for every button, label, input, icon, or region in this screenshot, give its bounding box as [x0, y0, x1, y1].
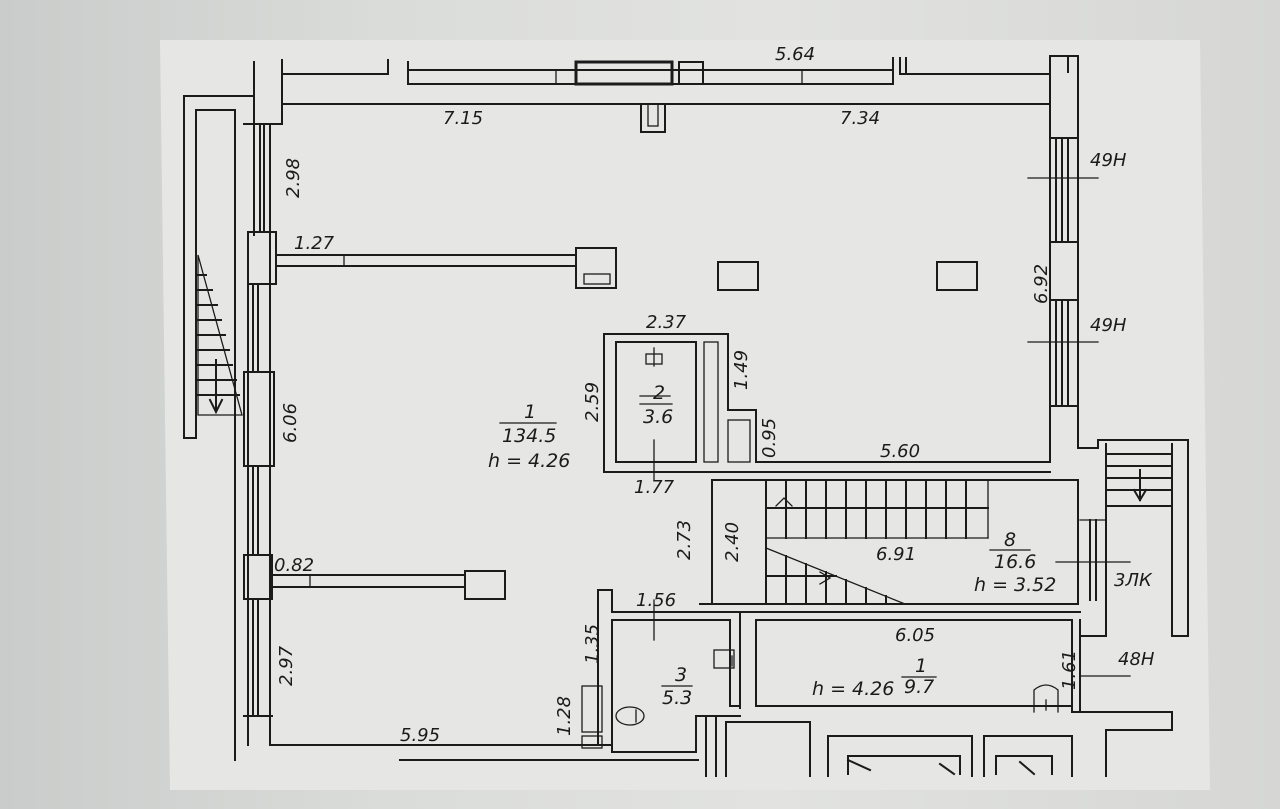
room-1b-area: 9.7	[904, 676, 934, 698]
dim-left-lower: 2.97	[276, 645, 297, 686]
dim-bottom-wall: 5.95	[400, 725, 440, 746]
dim-passage: 2.73	[674, 520, 695, 560]
room-1b	[739, 603, 1173, 777]
room-labels: 1 134.5 h = 4.26 2 3.6 3 5.3 8 16.6 h = …	[488, 382, 1056, 709]
window-mark-3: 48H	[1118, 649, 1155, 670]
room-2-area: 3.6	[643, 406, 673, 428]
dim-wc2-niche: 0.95	[759, 418, 780, 458]
paper-sheet	[160, 40, 1210, 790]
dim-right-wall: 6.92	[1031, 264, 1052, 304]
room-3-area: 5.3	[662, 687, 692, 709]
dim-left-middle: 6.06	[280, 403, 301, 443]
room-1b-number: 1	[915, 655, 927, 677]
room-1-number: 1	[524, 401, 536, 423]
dim-room-bottom-length: 6.05	[895, 625, 935, 646]
dim-wc3-width: 1.56	[636, 590, 676, 611]
dim-left-upper: 2.98	[283, 158, 304, 198]
room-8-height: h = 3.52	[974, 574, 1056, 596]
dim-wc2-side: 1.49	[731, 350, 752, 390]
room-3-number: 3	[675, 664, 687, 686]
window-mark-2: 49H	[1090, 315, 1127, 336]
stair-room-8	[699, 479, 1079, 605]
room-1-height: h = 4.26	[488, 450, 570, 472]
dim-top-left: 7.15	[443, 108, 483, 129]
dim-top-cut: 5.64	[775, 44, 815, 65]
dim-partition-top: 1.27	[294, 233, 335, 254]
outer-walls	[183, 55, 1131, 761]
dim-wc2-bottom: 1.77	[634, 477, 675, 498]
right-stair	[1077, 439, 1189, 637]
room-8-number: 8	[1004, 529, 1016, 551]
dim-stair-height: 2.40	[722, 522, 743, 562]
dim-corridor: 5.60	[880, 441, 920, 462]
bottom-rooms	[705, 715, 1073, 777]
dim-room-bottom-side: 1.61	[1059, 650, 1080, 690]
stair-mark: 3ЛК	[1114, 570, 1153, 591]
room-2-number: 2	[653, 382, 665, 404]
room-1b-height: h = 4.26	[812, 678, 894, 700]
room-1-area: 134.5	[502, 425, 556, 447]
dim-wc2-height: 2.59	[582, 382, 603, 422]
dimension-labels: 5.64 7.15 7.34 2.98 1.27 6.06 0.82 2.97 …	[274, 44, 1080, 746]
dim-wc3-height: 1.35	[582, 624, 603, 664]
dim-wc3-niche: 1.28	[554, 696, 575, 736]
marks: 49H 49H 48H 3ЛК	[1090, 150, 1155, 670]
window-mark-1: 49H	[1090, 150, 1127, 171]
dim-stair-length: 6.91	[876, 544, 916, 565]
room-8-area: 16.6	[994, 551, 1036, 573]
wc-2	[603, 333, 1051, 481]
dim-wc2-width: 2.37	[646, 312, 687, 333]
stair-treads	[765, 479, 989, 605]
dim-partition-bottom: 0.82	[274, 555, 314, 576]
wc-3	[581, 589, 741, 753]
partitions	[271, 247, 978, 600]
dim-top-right: 7.34	[840, 108, 880, 129]
